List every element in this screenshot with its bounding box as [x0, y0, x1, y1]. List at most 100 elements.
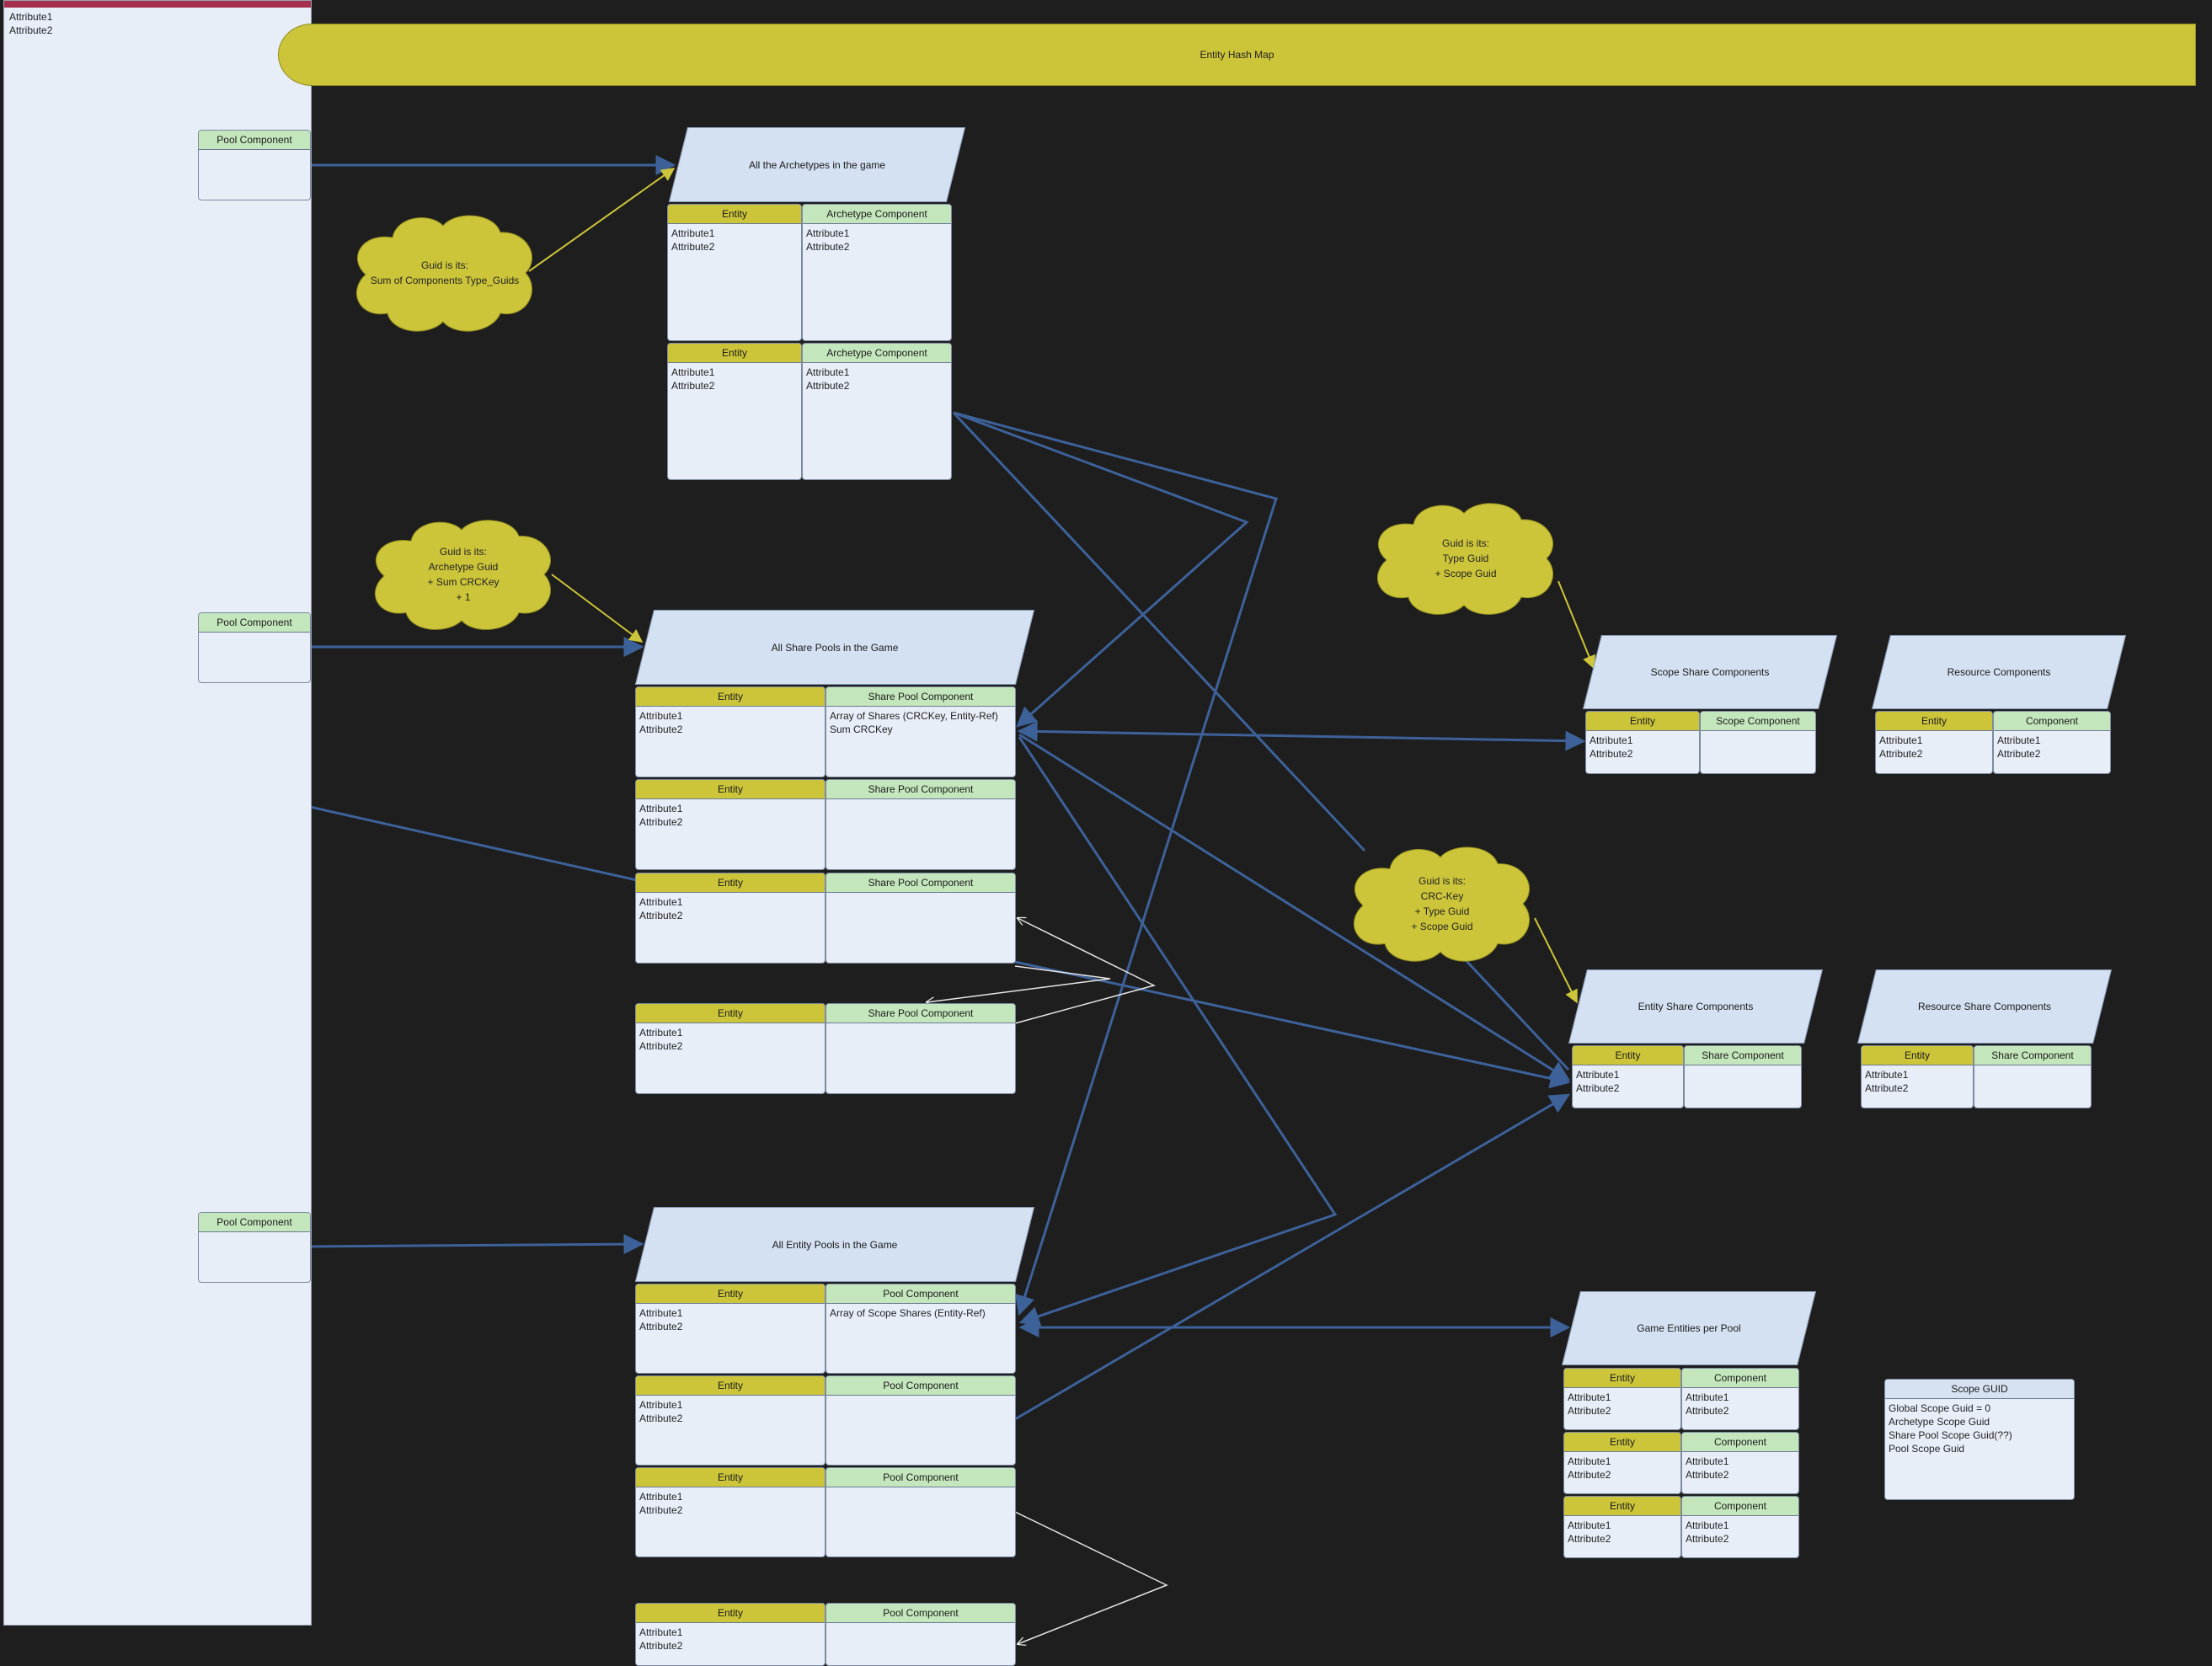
edge-cloud3-scopeshare: [1557, 580, 1595, 670]
entity-header: Entity: [636, 1004, 825, 1023]
scope-guid-line-2: Archetype Scope Guid: [1889, 1416, 1990, 1428]
attribute-2: Attribute2: [1686, 1469, 1729, 1481]
cloud3-line-3: + Scope Guid: [1435, 568, 1497, 579]
panel-attribute-1: Attribute1: [9, 11, 53, 23]
share-pool-component-2[interactable]: Share Pool Component: [825, 779, 1016, 870]
share-pool-component-4[interactable]: Share Pool Component: [825, 1003, 1016, 1094]
resource-collection[interactable]: Resource Components: [1881, 635, 2117, 709]
cloud3-line-2: Type Guid: [1442, 553, 1489, 564]
pool-component-2[interactable]: Pool Component: [198, 612, 311, 683]
entity-hash-map-banner: Entity Hash Map: [278, 24, 2196, 86]
attribute-2: Attribute2: [639, 910, 683, 921]
edge-sharepool-entityshare-b: [1014, 960, 1571, 1089]
cloud-shape: [374, 520, 552, 630]
attribute-2: Attribute2: [806, 241, 850, 253]
entity-pools-collection[interactable]: All Entity Pools in the Game: [644, 1207, 1025, 1282]
attribute-1: Attribute1: [671, 366, 715, 378]
entity-header: Entity: [1564, 1433, 1680, 1452]
share-pool-component-1[interactable]: Share Pool Component Array of Shares (CR…: [825, 686, 1016, 777]
attribute-2: Attribute2: [1568, 1533, 1611, 1545]
entity-header: Entity: [636, 1604, 825, 1623]
entity-header: Entity: [1876, 712, 1992, 731]
game-entities-collection[interactable]: Game Entities per Pool: [1571, 1291, 1807, 1365]
panel-header-bar: [4, 1, 311, 8]
attribute-1: Attribute1: [639, 710, 683, 722]
entity-pool-component-4[interactable]: Pool Component: [825, 1603, 1016, 1666]
entity-header: Entity: [668, 344, 801, 363]
scope-share-collection[interactable]: Scope Share Components: [1592, 635, 1828, 709]
attribute-1: Attribute1: [806, 366, 850, 378]
attribute-1: Attribute1: [1865, 1069, 1909, 1081]
pool-component-3-title: Pool Component: [199, 1213, 310, 1232]
attribute-1: Attribute1: [671, 227, 715, 239]
pool-component-3[interactable]: Pool Component: [198, 1212, 311, 1283]
attribute-1: Attribute1: [1590, 734, 1633, 746]
resource-share-collection[interactable]: Resource Share Components: [1867, 969, 2102, 1044]
entity-pool-component-2[interactable]: Pool Component: [825, 1375, 1016, 1466]
pool-component-1[interactable]: Pool Component: [198, 130, 311, 200]
archetypes-collection[interactable]: All the Archetypes in the game: [678, 127, 956, 202]
attribute-2: Attribute2: [639, 1412, 683, 1424]
archetype-base-panel: Attribute1 Attribute2: [3, 0, 312, 1626]
entity-share-collection[interactable]: Entity Share Components: [1578, 969, 1814, 1044]
component-header: Component: [1682, 1433, 1798, 1452]
attribute-1: Attribute1: [639, 1626, 683, 1638]
edge-share3-share4: [1014, 918, 1157, 1024]
attribute-2: Attribute2: [671, 241, 715, 253]
cloud2-line-1: Guid is its:: [439, 546, 487, 558]
attribute-1: Attribute1: [639, 1307, 683, 1319]
entity-pools-collection-label: All Entity Pools in the Game: [772, 1238, 898, 1251]
entity-header: Entity: [636, 687, 825, 707]
share-pool-component-3[interactable]: Share Pool Component: [825, 873, 1016, 964]
share-pools-collection[interactable]: All Share Pools in the Game: [644, 610, 1025, 685]
cloud4-line-1: Guid is its:: [1418, 875, 1466, 887]
entity-header: Entity: [668, 205, 801, 224]
entity-header: Entity: [1573, 1046, 1683, 1065]
archetype-component-header: Archetype Component: [803, 205, 951, 224]
scope-component[interactable]: Scope Component: [1700, 711, 1816, 774]
resource-share-component[interactable]: Share Component: [1974, 1045, 2092, 1108]
entity-pool-component-1[interactable]: Pool Component Array of Scope Shares (En…: [825, 1284, 1016, 1374]
entity-header: Entity: [636, 1284, 825, 1304]
attribute-1: Attribute1: [1576, 1069, 1620, 1081]
entity-share-component[interactable]: Share Component: [1684, 1045, 1802, 1108]
scope-guid-box[interactable]: Scope GUID Global Scope Guid = 0 Archety…: [1884, 1379, 2075, 1500]
scope-shares-array-field: Array of Scope Shares (Entity-Ref): [830, 1307, 986, 1319]
cloud1-line-2: Sum of Components Type_Guids: [370, 275, 520, 286]
attribute-1: Attribute1: [639, 1027, 683, 1039]
attribute-2: Attribute2: [806, 380, 850, 392]
attribute-1: Attribute1: [1568, 1455, 1611, 1467]
share-component-header: Share Component: [1685, 1046, 1801, 1065]
entity-header: Entity: [636, 780, 825, 799]
edge-cloud2-sharepools: [551, 574, 644, 643]
scope-guid-line-3: Share Pool Scope Guid(??): [1889, 1429, 2012, 1441]
attribute-2: Attribute2: [639, 1640, 683, 1652]
scope-share-collection-label: Scope Share Components: [1650, 666, 1770, 678]
attribute-2: Attribute2: [639, 816, 683, 828]
entity-pool-component-3[interactable]: Pool Component: [825, 1467, 1016, 1557]
attribute-1: Attribute1: [1686, 1455, 1729, 1467]
